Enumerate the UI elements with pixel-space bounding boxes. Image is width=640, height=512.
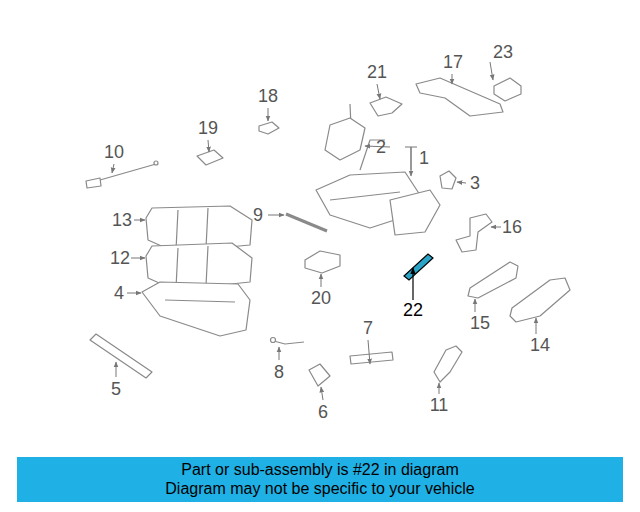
callout-number: 8 <box>274 362 284 382</box>
callout-number: 19 <box>198 118 218 138</box>
callout-number: 13 <box>112 210 132 230</box>
callout-number: 22 <box>403 300 423 320</box>
callout-number: 12 <box>110 248 130 268</box>
callout-number: 16 <box>502 217 522 237</box>
info-text: Diagram may not be specific to your vehi… <box>27 479 613 498</box>
callout-number: 10 <box>104 142 124 162</box>
callout-number: 11 <box>430 395 449 415</box>
callout-number: 23 <box>493 42 513 62</box>
callout-number: 21 <box>367 62 387 82</box>
callout-number: 20 <box>311 288 331 308</box>
callout-number: 9 <box>253 205 263 225</box>
callout-number: 6 <box>318 402 328 422</box>
callout-number: 3 <box>470 173 480 193</box>
callout-number: 15 <box>470 313 490 333</box>
callout-number: 18 <box>258 86 278 106</box>
info-text: Part or sub-assembly is #22 in diagram <box>27 460 613 479</box>
callout-number: 17 <box>443 52 463 72</box>
callout-number: 14 <box>530 335 550 355</box>
highlighted-part <box>404 254 433 280</box>
callout-number: 7 <box>363 318 373 338</box>
callout-number: 2 <box>376 137 386 157</box>
callout-number: 4 <box>114 283 124 303</box>
info-band: Part or sub-assembly is #22 in diagramDi… <box>17 457 623 502</box>
callout-number: 1 <box>419 148 429 168</box>
callout-number: 5 <box>111 379 121 399</box>
